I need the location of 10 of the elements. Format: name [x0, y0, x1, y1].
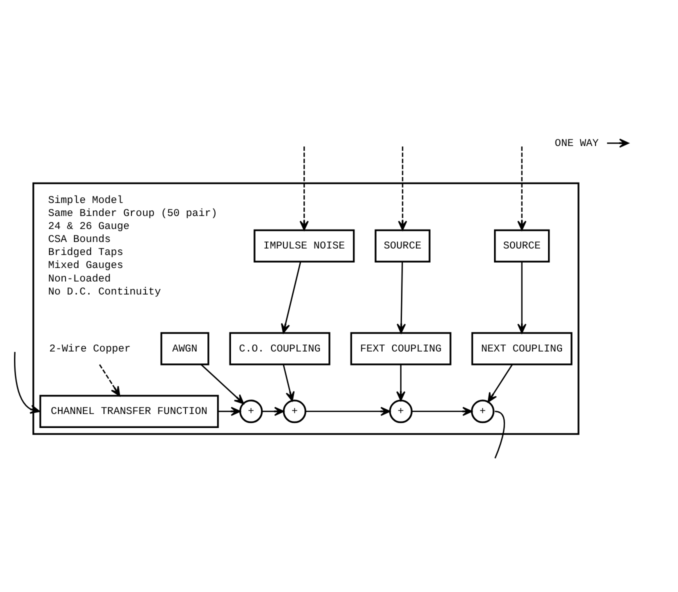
label: Bridged Taps [48, 247, 124, 260]
label: Non-Loaded [48, 273, 111, 286]
label: Mixed Gauges [48, 260, 124, 272]
label: 24 & 26 Gauge [48, 221, 130, 234]
node-text: 2-Wire Copper [49, 343, 131, 356]
label: CSA Bounds [48, 234, 111, 246]
label: Simple Model [48, 194, 124, 207]
label: ONE WAY [554, 138, 599, 150]
label: Same Binder Group (50 pair) [48, 208, 218, 220]
label: No D.C. Continuity [48, 286, 161, 298]
